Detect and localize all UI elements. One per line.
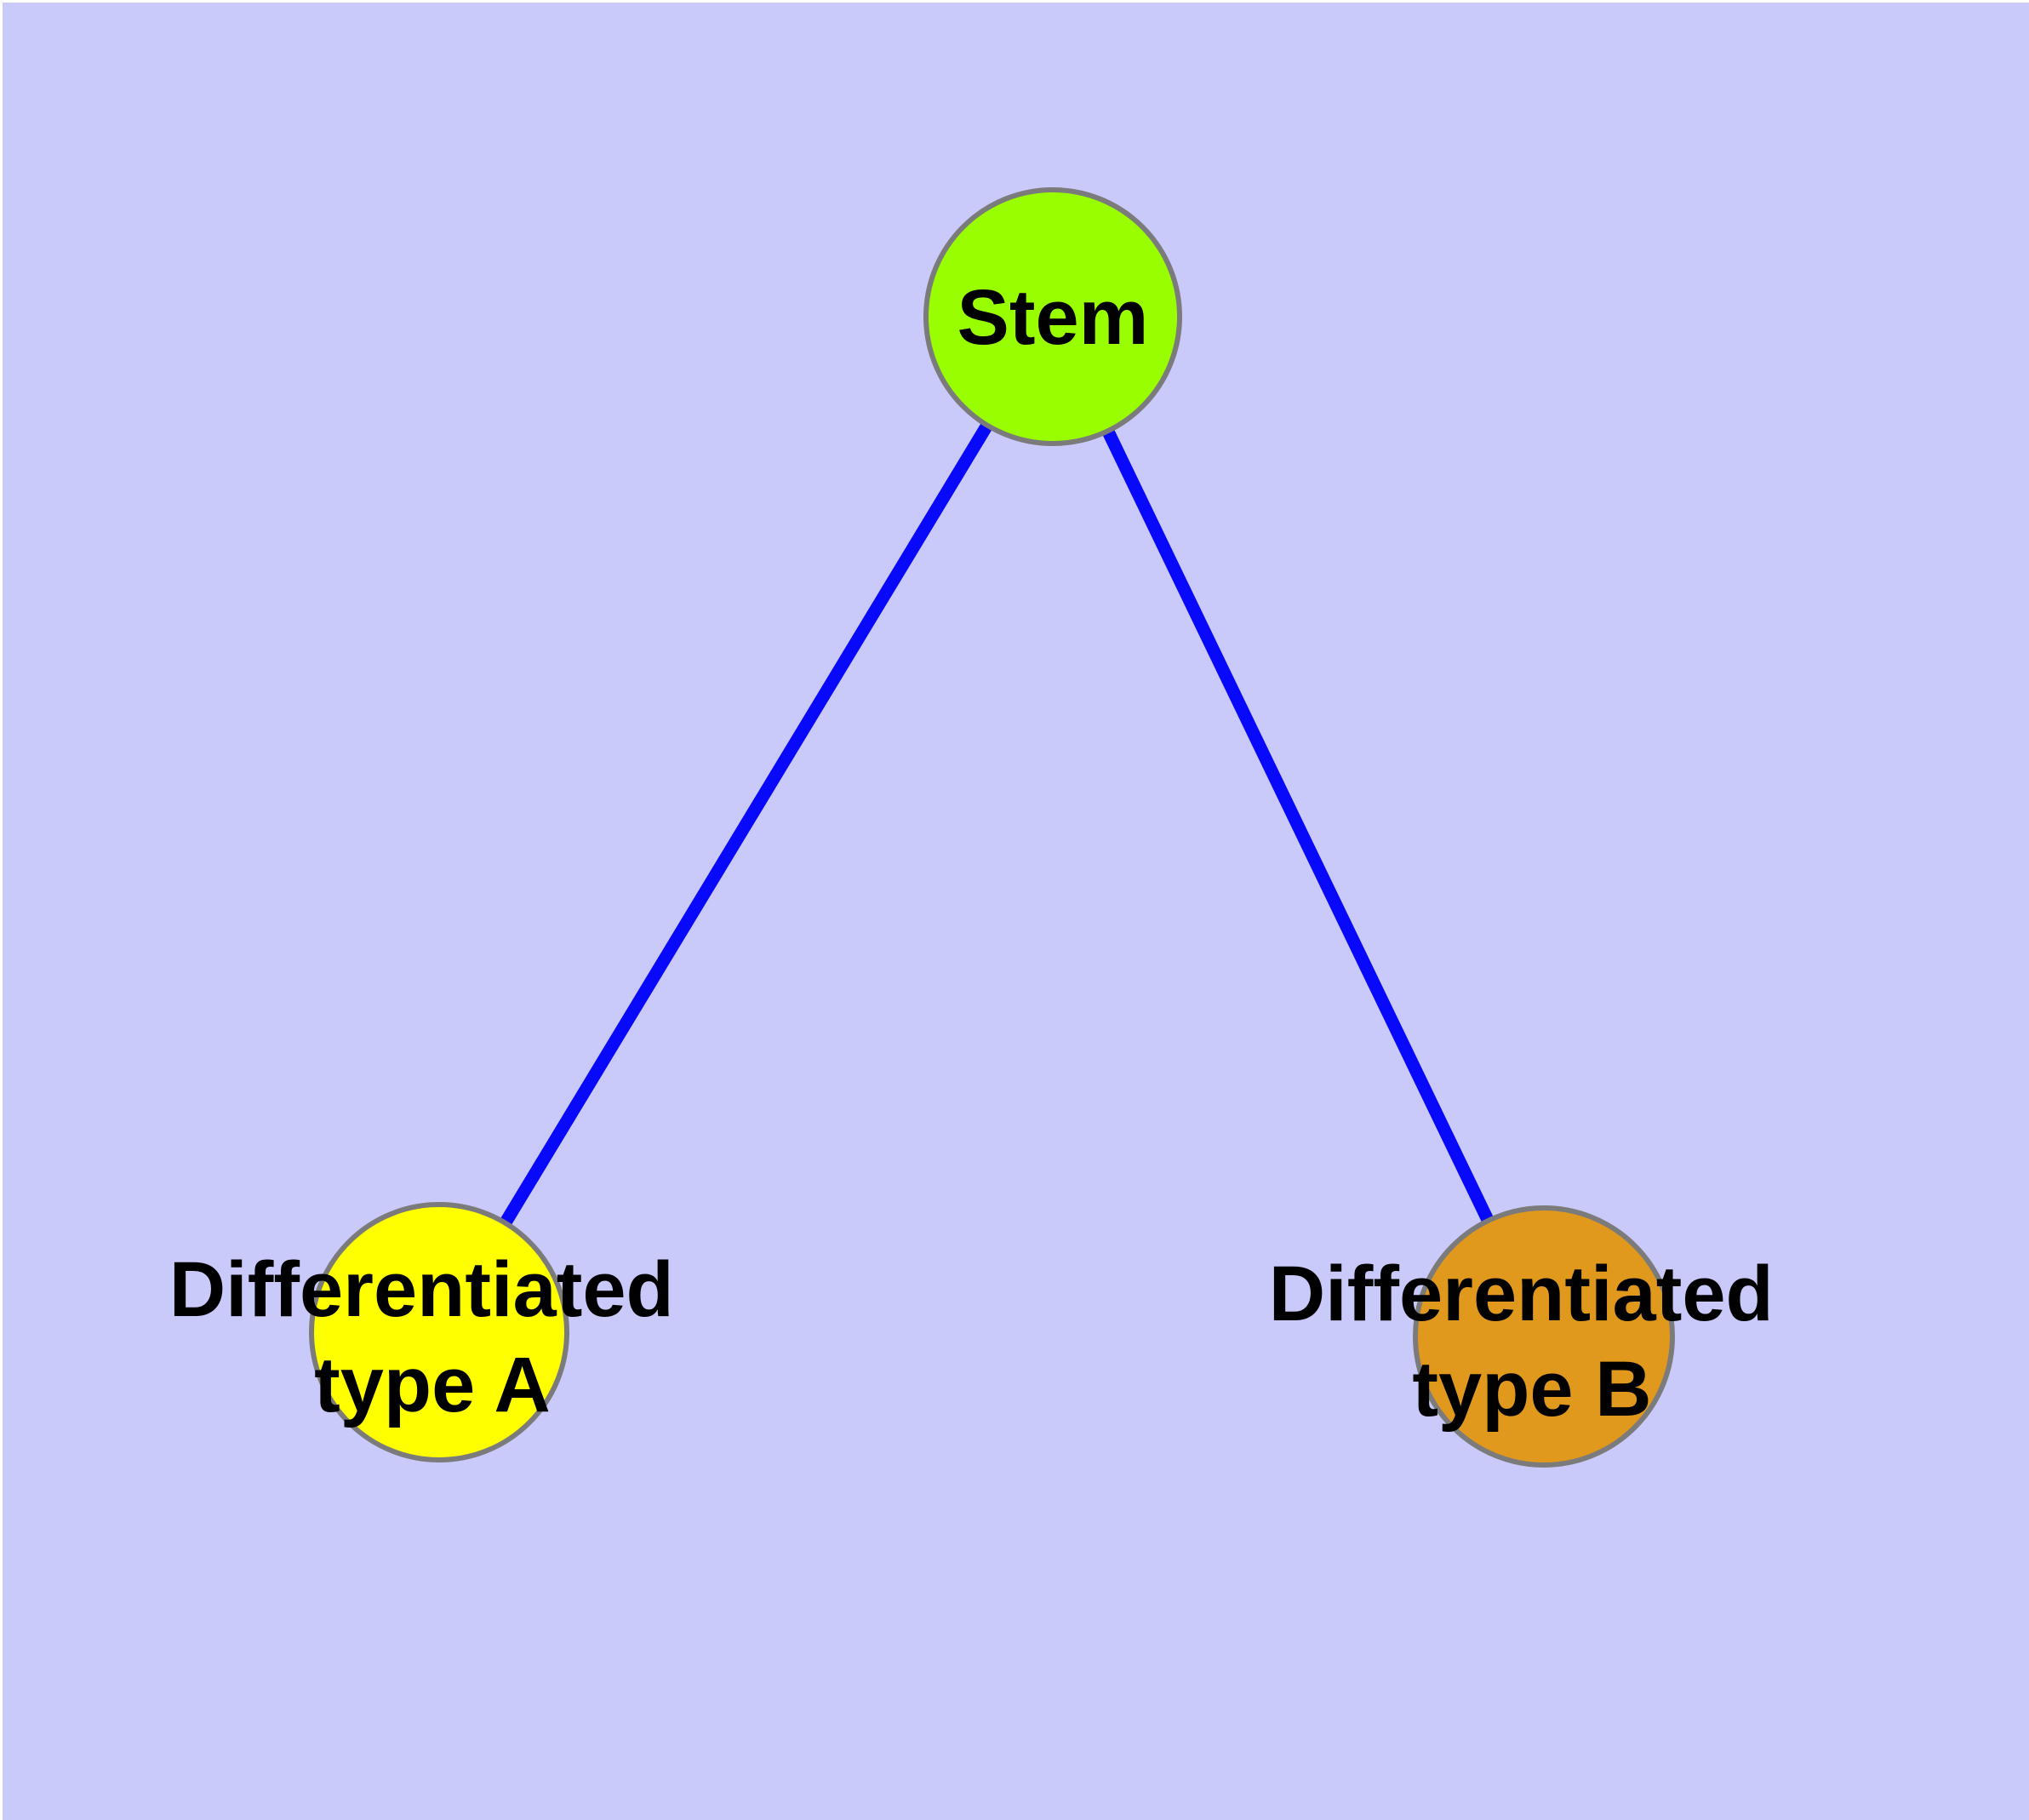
node-type-b-label-line1: Differentiated bbox=[1269, 1251, 1774, 1337]
edge-stem-to-type-a bbox=[432, 310, 1060, 1339]
node-type-a-circle bbox=[309, 1202, 569, 1462]
edge-stem-to-type-b bbox=[1046, 310, 1551, 1343]
node-stem-label: Stem bbox=[957, 274, 1149, 361]
node-type-a-label: Differentiated type A bbox=[169, 1246, 696, 1428]
node-type-b-circle bbox=[1413, 1205, 1675, 1468]
node-stem-label-text: Stem bbox=[957, 274, 1149, 361]
node-type-a-label-line2: type A bbox=[314, 1342, 551, 1428]
node-type-b-label-line2: type B bbox=[1412, 1346, 1651, 1433]
node-type-a-label-line1: Differentiated bbox=[169, 1246, 674, 1333]
node-stem-circle bbox=[923, 187, 1182, 446]
node-type-b-label: Differentiated type B bbox=[1269, 1251, 1796, 1433]
